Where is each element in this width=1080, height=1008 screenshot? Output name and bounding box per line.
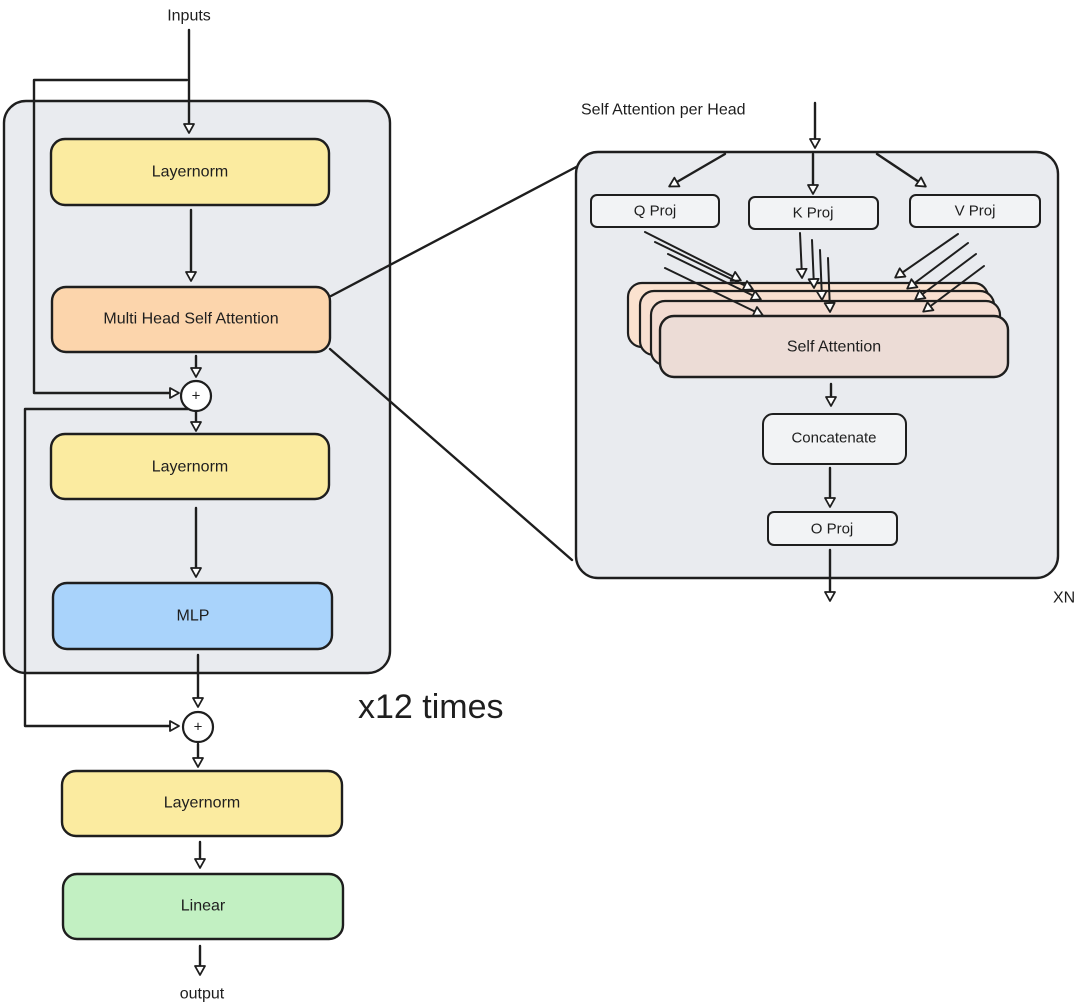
- k-proj-box: [748, 196, 879, 230]
- q-arrow-3: [667, 253, 762, 301]
- self-attention-label: Self Attention: [787, 339, 881, 356]
- mhsa-label: Multi Head Self Attention: [103, 311, 278, 328]
- residual-connection-2: [23, 407, 190, 732]
- zoom-line-bottom: [328, 347, 574, 562]
- arrow-to-v-proj: [875, 152, 927, 188]
- k-arrow-2: [807, 239, 820, 289]
- q-arrow-4: [664, 267, 764, 317]
- k-arrow-3: [815, 249, 828, 301]
- mlp-block: [51, 581, 334, 651]
- q-proj-box: [590, 194, 720, 228]
- self-attention-block: [658, 314, 1010, 379]
- add-1-symbol: +: [192, 388, 201, 405]
- layernorm-block-2: [49, 432, 331, 501]
- v-arrow-2: [906, 242, 969, 290]
- xn-label: XN: [1053, 590, 1075, 607]
- linear-label: Linear: [181, 898, 226, 915]
- concatenate-box: [762, 413, 907, 465]
- k-arrow-1: [795, 232, 808, 279]
- q-proj-label: Q Proj: [634, 203, 677, 220]
- v-arrow-3: [914, 253, 977, 301]
- layernorm-block-1: [49, 137, 331, 207]
- linear-block: [61, 872, 345, 941]
- layernorm-2-label: Layernorm: [152, 459, 228, 476]
- layernorm-1-label: Layernorm: [152, 164, 228, 181]
- inputs-label: Inputs: [167, 8, 211, 25]
- k-arrow-4: [823, 257, 836, 313]
- v-arrow-4: [922, 265, 985, 313]
- arrow-to-q-proj: [668, 152, 727, 188]
- repeat-count-label: x12 times: [358, 688, 504, 726]
- concatenate-label: Concatenate: [791, 430, 876, 447]
- multi-head-self-attention-block: [50, 285, 332, 354]
- residual-add-node-2: [181, 710, 215, 744]
- q-arrow-1: [644, 231, 742, 282]
- head-title: Self Attention per Head: [581, 102, 746, 119]
- residual-connection-1: [32, 78, 189, 399]
- k-proj-label: K Proj: [793, 205, 834, 222]
- v-arrow-1: [894, 233, 959, 279]
- o-proj-label: O Proj: [811, 521, 854, 538]
- mlp-label: MLP: [177, 608, 210, 625]
- final-layernorm-block: [60, 769, 344, 838]
- o-proj-box: [767, 511, 898, 546]
- q-arrow-2: [654, 241, 754, 291]
- add-2-symbol: +: [194, 719, 203, 736]
- v-proj-label: V Proj: [955, 203, 996, 220]
- output-label: output: [180, 986, 225, 1003]
- qkv-arrows-into-heads: [644, 231, 985, 317]
- final-layernorm-label: Layernorm: [164, 795, 240, 812]
- zoom-line-top: [329, 164, 580, 298]
- v-proj-box: [909, 194, 1041, 228]
